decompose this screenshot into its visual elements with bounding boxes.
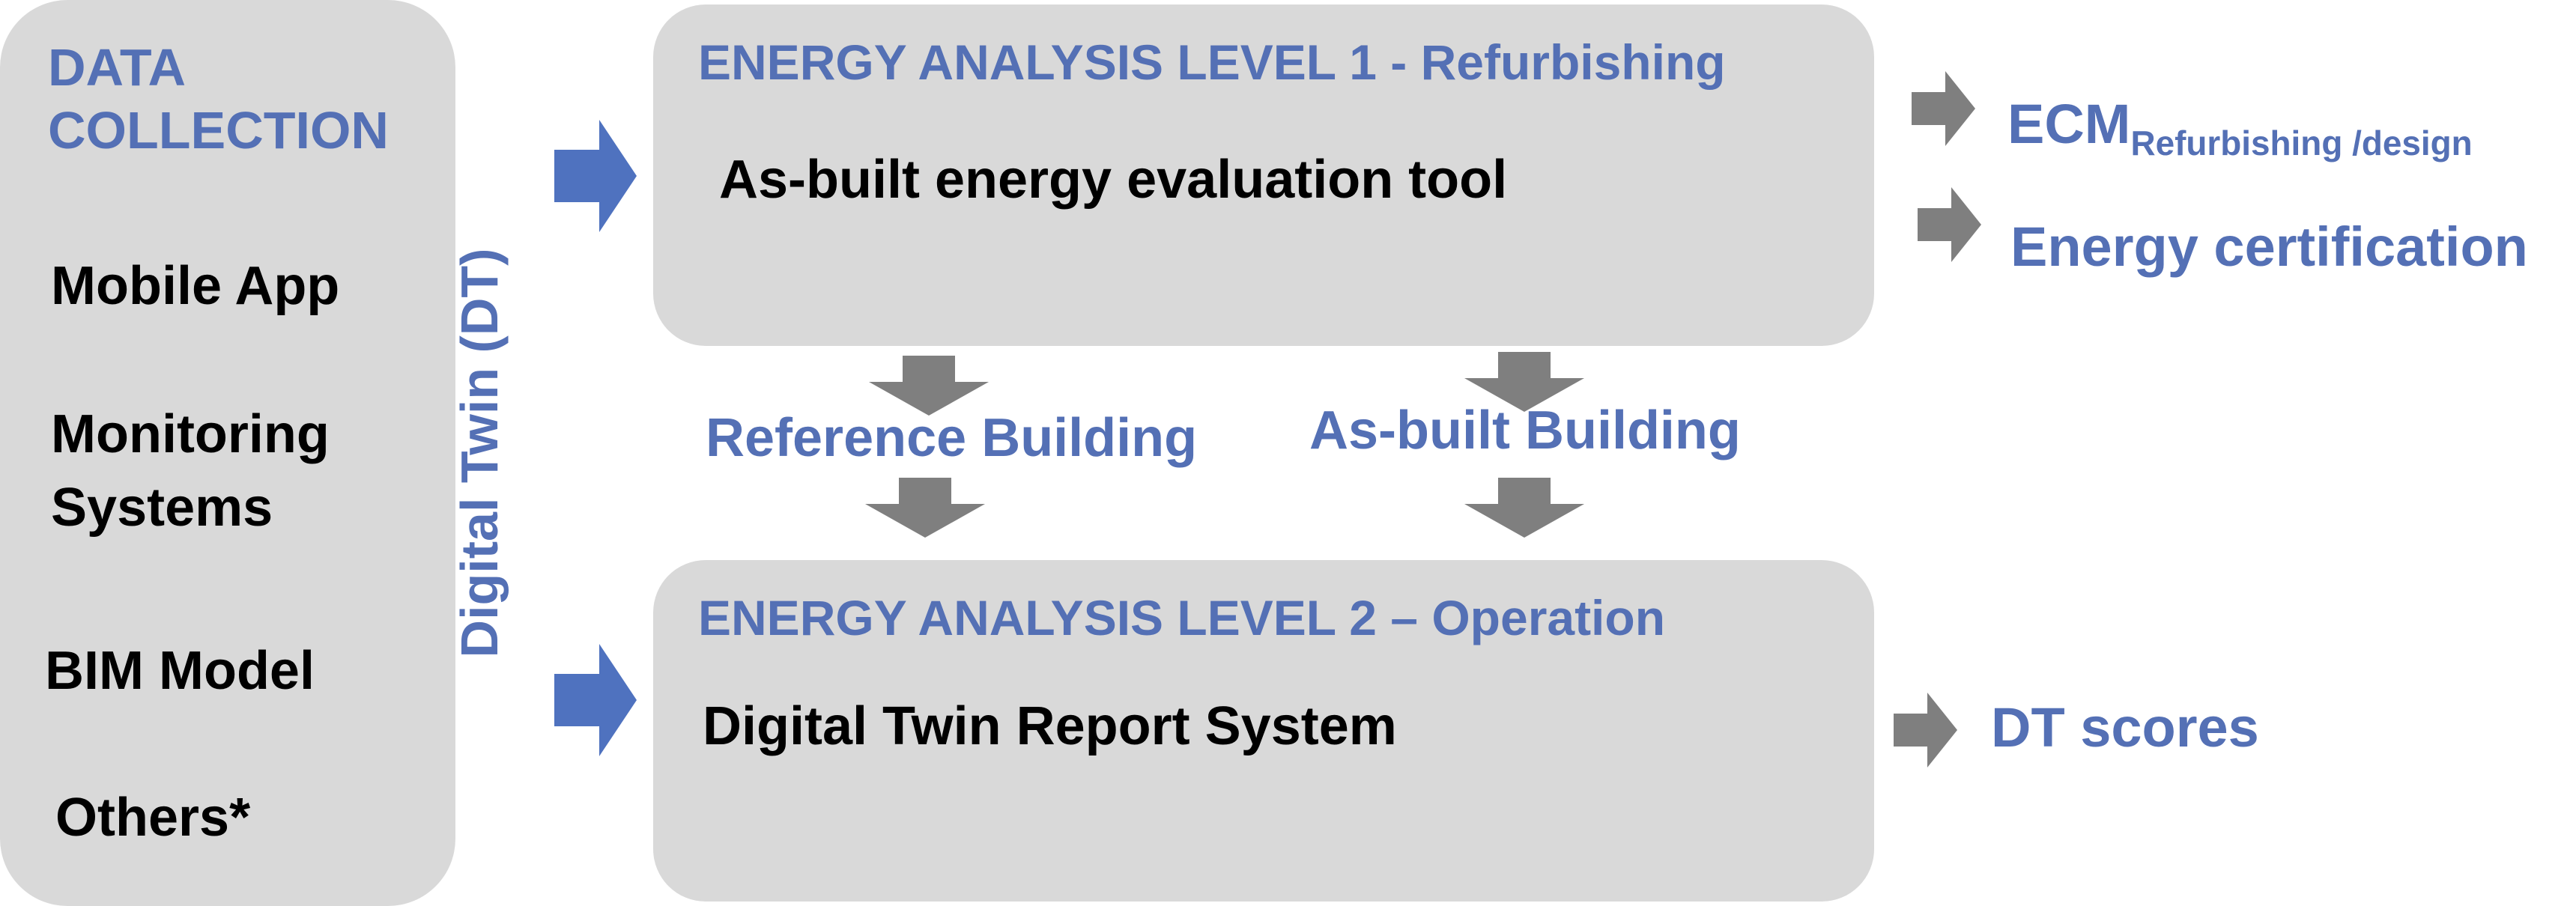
asbuilt-building-label: As-built Building (1309, 401, 1741, 460)
output-dt-scores: DT scores (1991, 696, 2259, 758)
level1-tool: As-built energy evaluation tool (719, 150, 1508, 210)
gray-arrow-to-dt-scores (1894, 693, 1957, 767)
level1-title: ENERGY ANALYSIS LEVEL 1 - Refurbishing (698, 34, 1726, 90)
output-ecm: ECMRefurbishing /design (2007, 88, 2473, 179)
level2-panel (653, 560, 1874, 902)
source-others: Others* (55, 788, 251, 848)
source-mobile-app: Mobile App (51, 256, 340, 316)
output-ecm-main: ECM (2007, 93, 2131, 155)
data-collection-panel (0, 0, 455, 906)
gray-arrow-asbuilt-bottom (1464, 478, 1584, 538)
level2-tool: Digital Twin Report System (703, 696, 1397, 756)
source-systems: Systems (51, 478, 273, 538)
reference-building-label: Reference Building (706, 408, 1198, 468)
source-monitoring: Monitoring (51, 404, 330, 464)
gray-arrow-asbuilt-top (1464, 352, 1584, 412)
gray-arrow-reference-top (869, 356, 989, 416)
blue-arrow-to-level2 (554, 644, 637, 756)
data-collection-title: DATA COLLECTION (48, 36, 389, 162)
gray-arrow-to-ecm (1912, 71, 1975, 146)
output-ecm-subscript: Refurbishing /design (2130, 124, 2473, 163)
data-collection-title-line2: COLLECTION (48, 101, 389, 159)
digital-twin-label: Digital Twin (DT) (450, 248, 509, 658)
gray-arrow-reference-bottom (865, 478, 985, 538)
output-energy-certification: Energy certification (2010, 216, 2528, 278)
level2-title: ENERGY ANALYSIS LEVEL 2 – Operation (698, 590, 1666, 645)
gray-arrow-to-energy-certification (1918, 187, 1981, 262)
blue-arrow-to-level1 (554, 120, 637, 232)
data-collection-title-line1: DATA (48, 38, 187, 97)
level1-panel (653, 4, 1874, 346)
source-bim-model: BIM Model (45, 641, 315, 701)
